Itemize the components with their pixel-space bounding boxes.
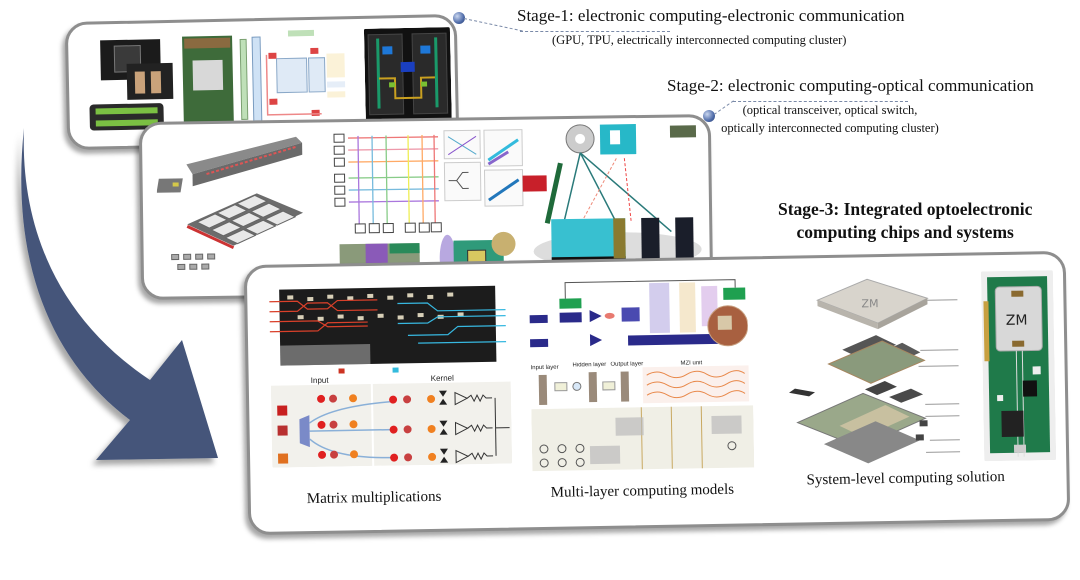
stage-3-panel: Input Kernel [244,251,1071,535]
caption-multi-layer-computing-models: Multi-layer computing models [551,482,735,502]
stage-1-subtitle: (GPU, TPU, electrically interconnected c… [552,31,846,49]
stage-3-title: Stage-3: Integrated optoelectronic compu… [778,198,1032,244]
logo-text: ZM [861,297,878,310]
input-layer-label: Input layer [530,365,558,371]
mzi-multi-layer-network-schematic: Input layer Hidden layer Output layer MZ… [530,359,754,473]
mzi-unit-label: MZI unit [680,360,702,366]
stage-2-subtitle: (optical transceiver, optical switch, op… [670,101,990,137]
tpu-board-and-block-diagram [180,27,348,130]
multi-gpu-interconnect-diagram [364,27,452,121]
input-label: Input [311,376,330,385]
stage-3-title-line-1: Stage-3: Integrated optoelectronic [778,198,1032,221]
stage-2-subtitle-line-2: optically interconnected computing clust… [670,119,990,137]
stage-1-title: Stage-1: electronic computing-electronic… [517,6,905,26]
mzi-mesh-chip-photo [267,282,509,376]
optical-switch-cluster-diagram [520,121,706,278]
stage-2-subtitle-line-1: (optical transceiver, optical switch, [670,101,990,119]
stage-1-leader-line [464,18,523,31]
caption-system-level-computing-solution: System-level computing solution [806,469,1005,489]
stage-3-title-line-2: computing chips and systems [778,221,1032,244]
stage-2-title: Stage-2: electronic computing-optical co… [667,76,1034,96]
optical-neural-network-setup [525,275,748,361]
output-layer-label: Output layer [610,361,643,368]
exploded-chip-package-3d: ZM [777,269,980,468]
board-logo-text: ZM [1006,313,1028,329]
optical-convolution-kernel-schematic: Input Kernel [271,374,513,468]
co-packaged-optics-illustration [156,133,308,285]
caption-matrix-multiplications: Matrix multiplications [307,489,442,508]
optoelectronic-pcb-board-photo: ZM [981,270,1056,461]
hidden-layer-label: Hidden layer [572,362,606,369]
kernel-label: Kernel [431,374,455,383]
